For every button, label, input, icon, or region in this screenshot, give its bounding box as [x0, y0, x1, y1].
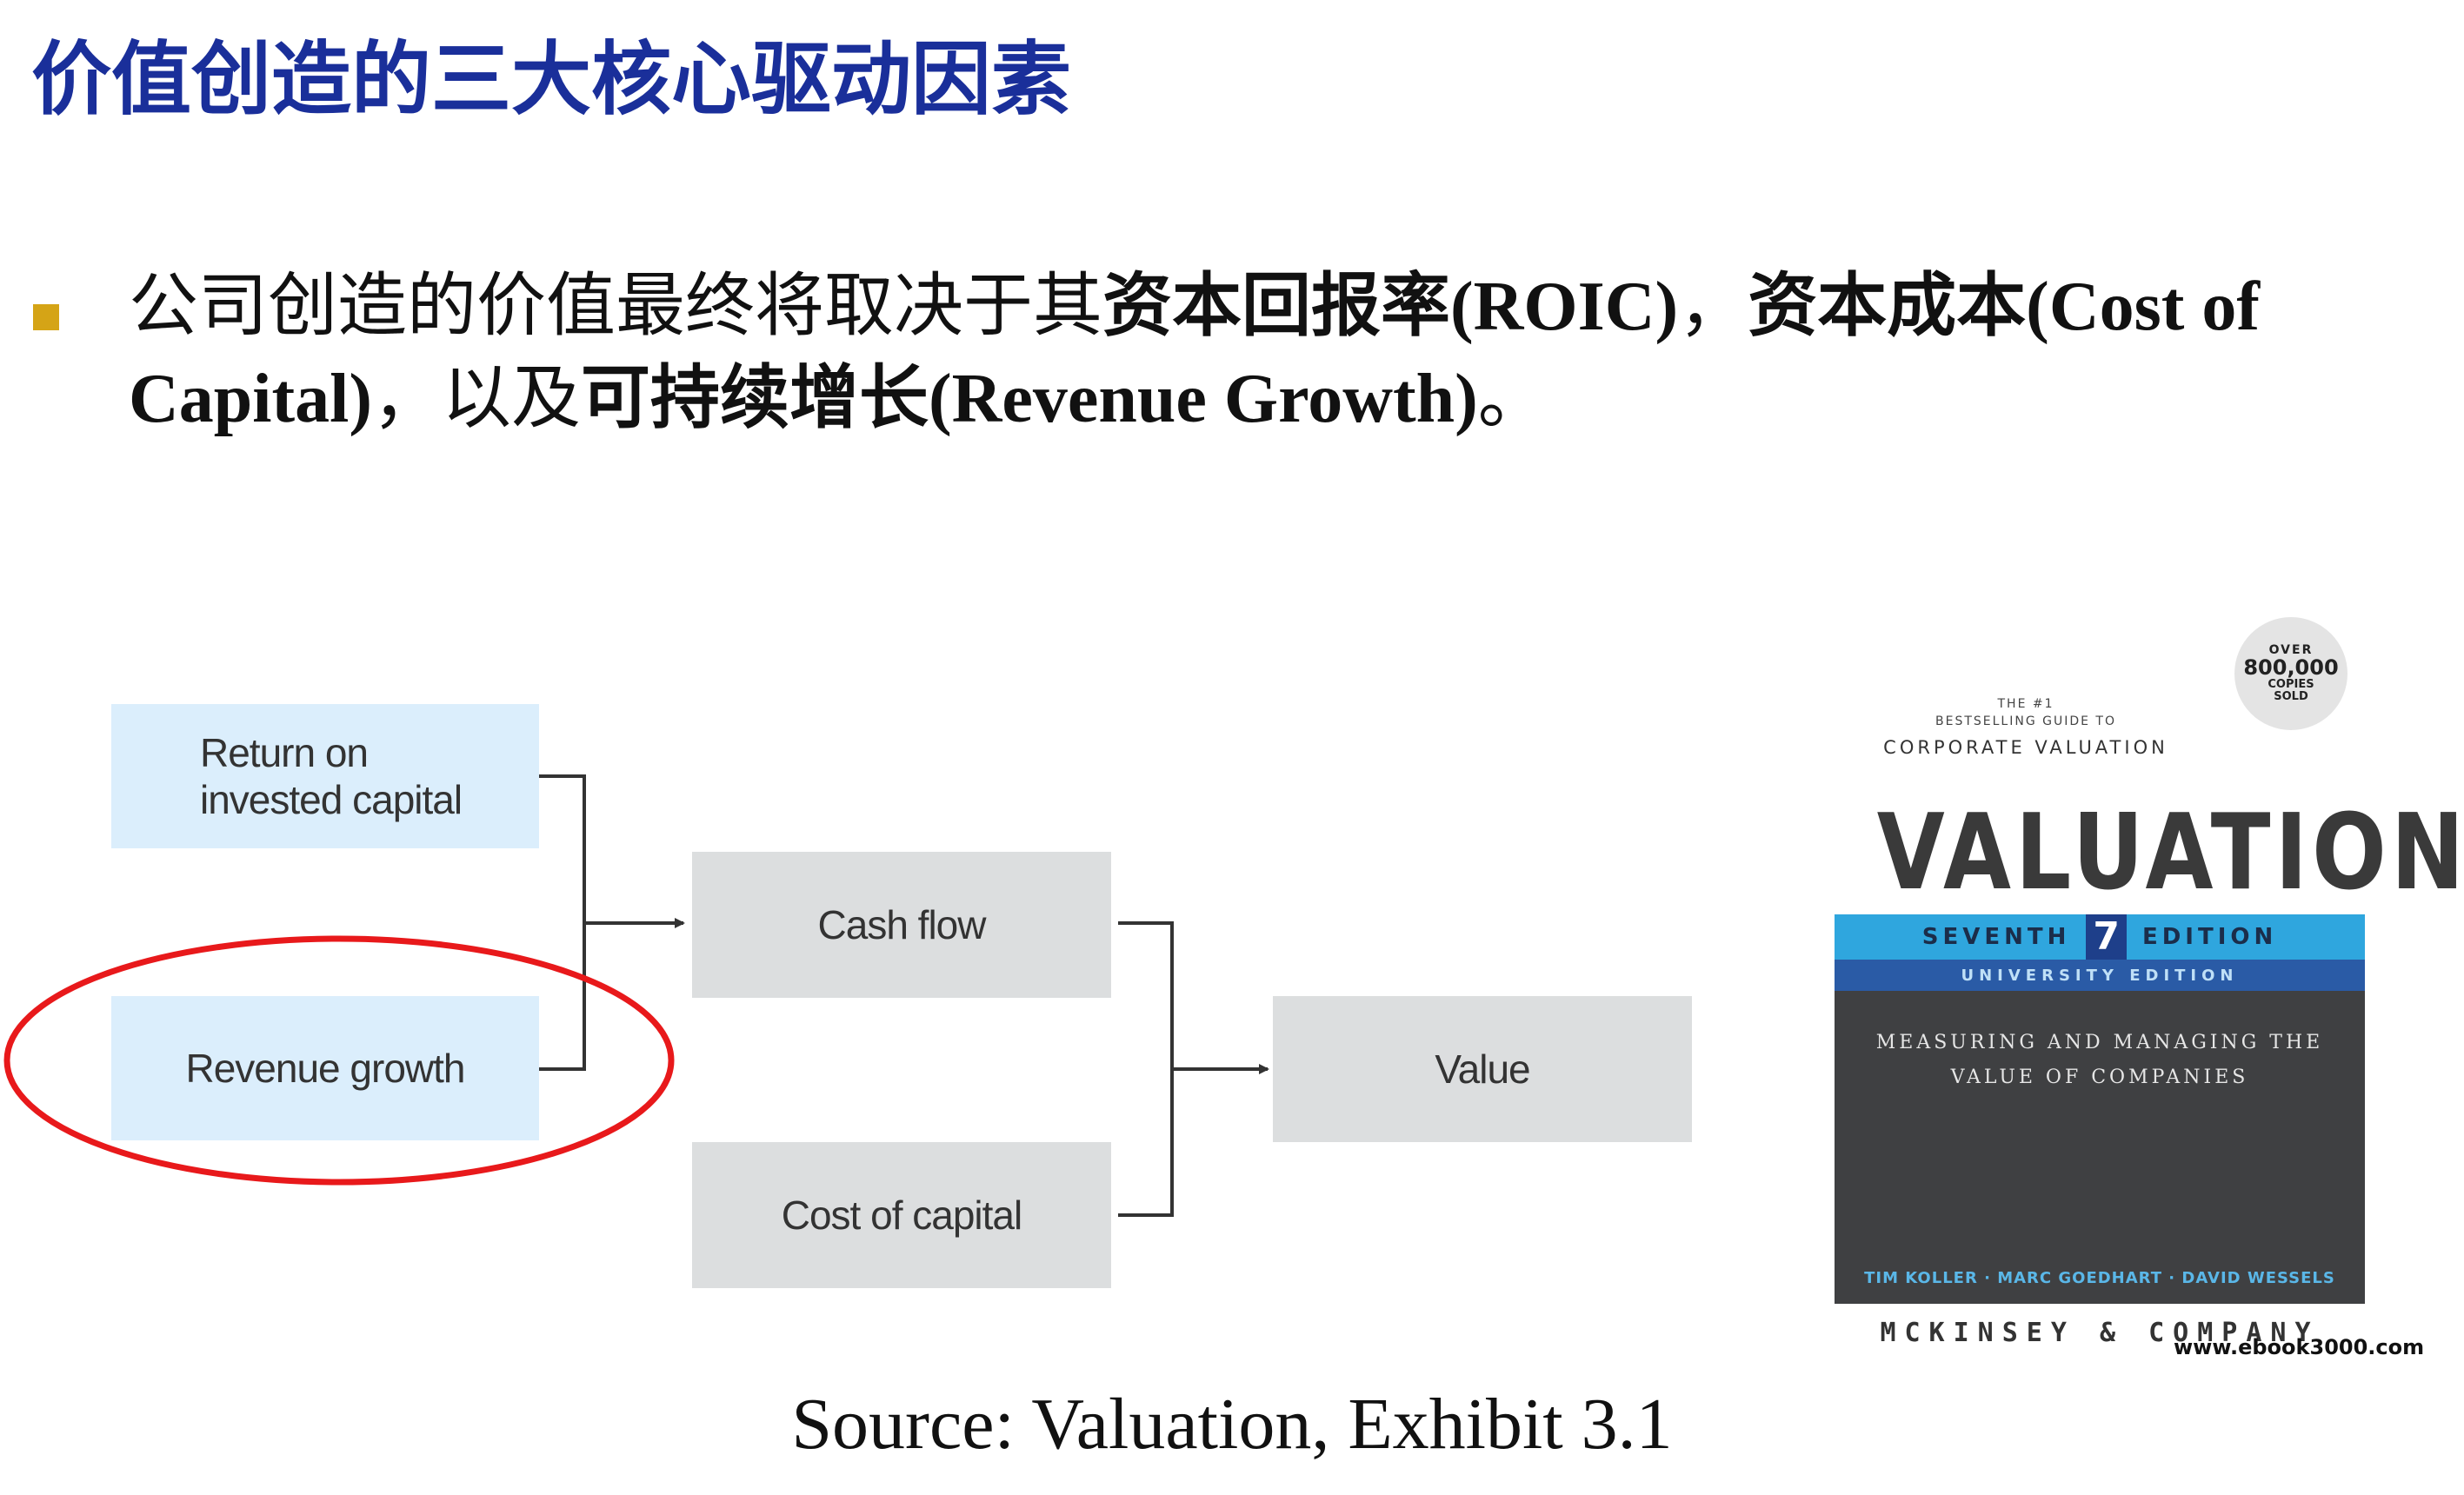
highlight-ellipse: [3, 935, 675, 1186]
connector-cash-cost: [1118, 921, 1174, 1217]
node-roic-line2: invested capital: [200, 777, 463, 822]
node-value-label: Value: [1435, 1046, 1530, 1092]
book-cover-body: [1835, 991, 2365, 1304]
node-return-on-invested-capital: Return on invested capital: [111, 704, 539, 848]
node-cash-flow-label: Cash flow: [817, 902, 987, 947]
seal-line1: OVER: [2268, 643, 2314, 658]
node-revenue-growth: Revenue growth: [111, 996, 539, 1140]
book-subtitle-line1: MEASURING AND MANAGING THE: [1875, 1032, 2324, 1053]
node-cost-of-capital-label: Cost of capital: [781, 1193, 1022, 1238]
bullet-growth: 可持续增长(Revenue Growth): [581, 361, 1478, 437]
bullet-text: 公司创造的价值最终将取决于其资本回报率(ROIC)，资本成本(Cost of C…: [129, 261, 2372, 445]
bullet-roic: 资本回报率(ROIC): [1102, 269, 1679, 345]
node-revenue-growth-label: Revenue growth: [185, 1046, 466, 1091]
bullet-marker: [33, 304, 59, 330]
watermark: www.ebook3000.com: [2174, 1335, 2425, 1359]
slide-title: 价值创造的三大核心驱动因素: [31, 33, 1072, 126]
book-title: VALUATION: [1876, 793, 2464, 914]
seal-line4: SOLD: [2274, 689, 2308, 703]
book-cover: OVER 800,000 COPIES SOLD THE #1 BESTSELL…: [1835, 600, 2464, 1359]
book-authors: TIM KOLLER · MARC GOEDHART · DAVID WESSE…: [1864, 1269, 2335, 1287]
bullet-cost-of-capital: 资本成本(Cost of Capital): [129, 269, 2261, 437]
seal-line2: 800,000: [2243, 655, 2339, 681]
tagline-3: CORPORATE VALUATION: [1883, 737, 2168, 758]
book-tagline: THE #1 BESTSELLING GUIDE TO: [1869, 695, 2182, 730]
book-subtitle: MEASURING AND MANAGING THE VALUE OF COMP…: [1835, 1026, 2365, 1095]
bullet-sep1: ，: [1678, 269, 1748, 345]
sales-seal: OVER 800,000 COPIES SOLD: [2234, 617, 2347, 730]
book-publisher: MCKINSEY & COMPANY: [1880, 1318, 2320, 1348]
edition-left: SEVENTH: [1921, 924, 2071, 950]
seal-line3: COPIES: [2268, 678, 2314, 692]
edition-right: EDITION: [2141, 924, 2278, 950]
node-cash-flow: Cash flow: [692, 852, 1111, 998]
node-value: Value: [1273, 996, 1692, 1142]
bullet-part1: 公司创造的价值最终将取决于其: [129, 269, 1102, 345]
university-edition-band: UNIVERSITY EDITION: [1835, 960, 2365, 991]
connector-roic: [539, 774, 586, 1071]
tagline-2: BESTSELLING GUIDE TO: [1935, 714, 2116, 728]
edition-number: 7: [2086, 914, 2127, 960]
edition-band: SEVENTH 7 EDITION: [1835, 914, 2365, 960]
source-caption: Source: Valuation, Exhibit 3.1: [791, 1384, 1673, 1465]
book-subtitle-line2: VALUE OF COMPANIES: [1950, 1066, 2249, 1088]
bullet-end: 。: [1477, 361, 1548, 437]
tagline-1: THE #1: [1997, 697, 2054, 711]
node-cost-of-capital: Cost of capital: [692, 1142, 1111, 1288]
bullet-sep2: ，以及: [372, 361, 581, 437]
node-roic-line1: Return on: [200, 730, 369, 775]
